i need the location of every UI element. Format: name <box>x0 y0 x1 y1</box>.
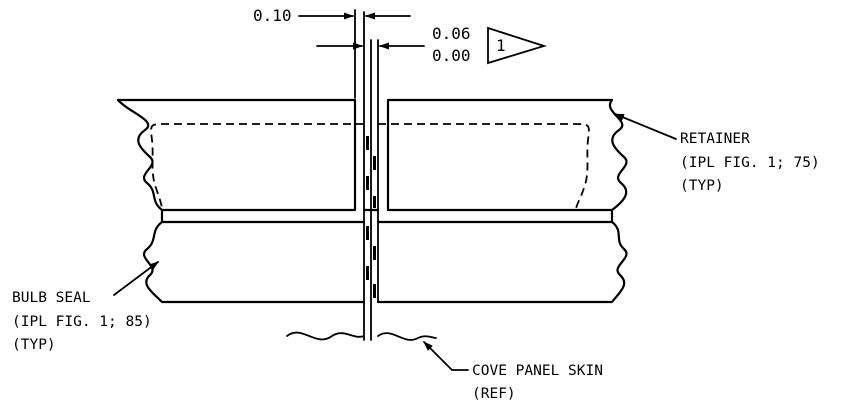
retainer-callout: RETAINER (IPL FIG. 1; 75) (TYP) <box>680 131 820 194</box>
svg-text:(TYP): (TYP) <box>12 337 56 353</box>
clearance-dimension: 0.06 0.00 1 <box>316 24 548 65</box>
svg-text:BULB SEAL: BULB SEAL <box>12 290 91 306</box>
bulb-seal-callout: BULB SEAL (IPL FIG. 1; 85) (TYP) <box>12 290 152 353</box>
cove-panel-skin-leader <box>423 341 469 371</box>
dimension-0-10-text: 0.10 <box>253 6 292 25</box>
svg-text:(REF): (REF) <box>472 386 516 402</box>
flag-note-symbol <box>487 26 548 65</box>
cove-panel-skin-callout: COVE PANEL SKIN (REF) <box>472 363 603 402</box>
right-bulb-seal <box>376 208 628 304</box>
gap-dimension-0-10: 0.10 <box>253 6 411 99</box>
clearance-upper-text: 0.06 <box>432 24 471 43</box>
cove-panel-skin <box>286 331 437 341</box>
svg-text:(IPL FIG. 1; 75): (IPL FIG. 1; 75) <box>680 155 820 171</box>
retainer-leader <box>614 113 677 140</box>
svg-text:RETAINER: RETAINER <box>680 131 750 147</box>
svg-text:COVE PANEL SKIN: COVE PANEL SKIN <box>472 363 603 379</box>
right-retainer <box>386 98 628 212</box>
compressed-seal-strip <box>366 136 376 298</box>
flag-note-number: 1 <box>496 36 506 55</box>
clearance-lower-text: 0.00 <box>432 46 471 65</box>
svg-text:(TYP): (TYP) <box>680 178 724 194</box>
left-bulb-seal <box>143 208 366 304</box>
bulb-seal-leader <box>113 261 159 296</box>
left-retainer <box>116 98 357 212</box>
hidden-bulb-outline-right <box>378 123 590 211</box>
svg-text:(IPL FIG. 1; 85): (IPL FIG. 1; 85) <box>12 314 152 330</box>
hidden-bulb-outline-left <box>150 123 364 211</box>
panel-gap <box>362 11 380 341</box>
